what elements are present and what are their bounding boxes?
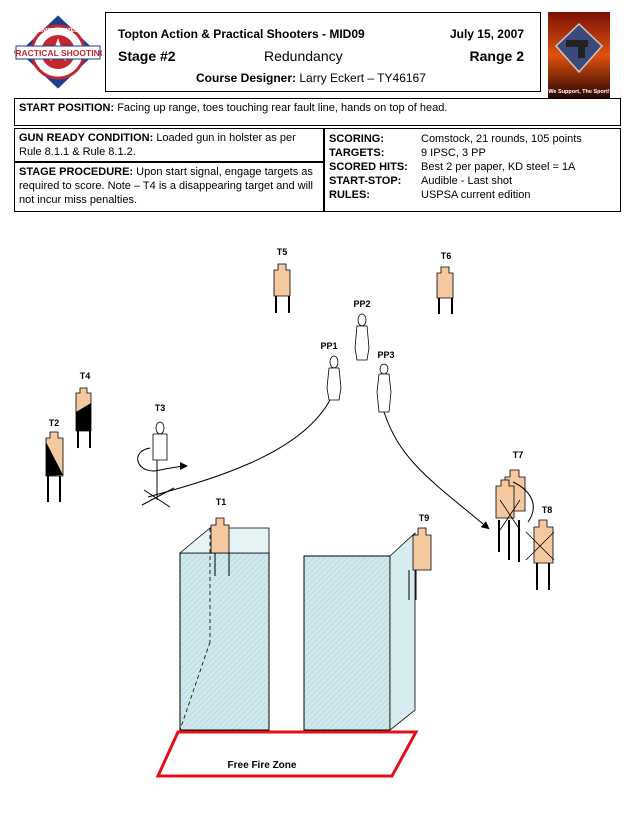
stage-info: SCORING:Comstock, 21 rounds, 105 points …	[324, 128, 621, 212]
t4-label: T4	[80, 371, 91, 381]
club-logo: We Support, The Sport!	[548, 12, 610, 98]
t2-label: T2	[49, 418, 60, 428]
target-t7-cluster	[495, 469, 534, 562]
wall-right	[303, 532, 416, 731]
free-fire-zone-label: Free Fire Zone	[228, 760, 297, 771]
stage-number: Stage #2	[118, 48, 176, 64]
target-pp3	[376, 363, 392, 413]
start-position-label: START POSITION:	[19, 102, 115, 114]
path-t3-pp1	[147, 399, 331, 498]
target-t5	[273, 263, 291, 313]
t9-label: T9	[419, 513, 430, 523]
target-t8	[525, 519, 555, 590]
match-date: July 15, 2007	[449, 27, 524, 41]
procedure-text: Upon start signal, engage targets as req…	[19, 166, 313, 206]
target-t3-swinger	[137, 421, 188, 508]
logo-ring-text: UNITED STATES	[39, 28, 79, 34]
info-row-start-stop: START-STOP:Audible - Last shot	[329, 175, 513, 187]
info-row-scored-hits: SCORED HITS:Best 2 per paper, KD steel =…	[329, 161, 576, 173]
gun-ready-text: Loaded gun in holster as per Rule 8.1.1 …	[19, 132, 296, 158]
logo-text: PRACTICAL SHOOTING	[14, 48, 102, 58]
t1-label: T1	[216, 497, 227, 507]
target-t1	[210, 517, 230, 576]
info-row-rules: RULES:USPSA current edition	[329, 189, 531, 201]
stage-header: Topton Action & Practical Shooters - MID…	[105, 12, 541, 92]
pp1-label: PP1	[320, 341, 337, 351]
target-pp2	[354, 313, 370, 361]
t3-label: T3	[155, 403, 166, 413]
gun-ready-condition: GUN READY CONDITION: Loaded gun in holst…	[14, 128, 324, 162]
range-number: Range 2	[469, 48, 524, 64]
t8-label: T8	[542, 505, 553, 515]
procedure-label: STAGE PROCEDURE:	[19, 166, 134, 178]
pp2-label: PP2	[353, 299, 370, 309]
gun-ready-label: GUN READY CONDITION:	[19, 132, 154, 144]
t5-label: T5	[277, 247, 288, 257]
course-designer: Course Designer: Larry Eckert – TY46167	[196, 71, 426, 85]
target-t9	[408, 527, 432, 600]
logo-slogan: We Support, The Sport!	[548, 89, 609, 95]
t6-label: T6	[441, 251, 452, 261]
free-fire-zone-box	[155, 730, 419, 778]
target-t6	[436, 266, 454, 314]
start-position: START POSITION: Facing up range, toes to…	[14, 98, 621, 126]
info-row-scoring: SCORING:Comstock, 21 rounds, 105 points	[329, 133, 582, 145]
uspsa-logo: PRACTICAL SHOOTING UNITED STATES	[10, 12, 107, 92]
target-t4	[75, 387, 92, 448]
wall-left	[178, 527, 270, 731]
stage-procedure: STAGE PROCEDURE: Upon start signal, enga…	[14, 162, 324, 212]
t7-label: T7	[513, 450, 524, 460]
pp3-label: PP3	[377, 350, 394, 360]
path-pp3-t7	[383, 411, 490, 530]
target-t2	[45, 431, 64, 502]
stage-name: Redundancy	[264, 48, 343, 64]
match-title: Topton Action & Practical Shooters - MID…	[118, 27, 365, 41]
target-pp1	[326, 355, 342, 401]
info-row-targets: TARGETS:9 IPSC, 3 PP	[329, 147, 486, 159]
start-position-text: Facing up range, toes touching rear faul…	[117, 102, 448, 114]
